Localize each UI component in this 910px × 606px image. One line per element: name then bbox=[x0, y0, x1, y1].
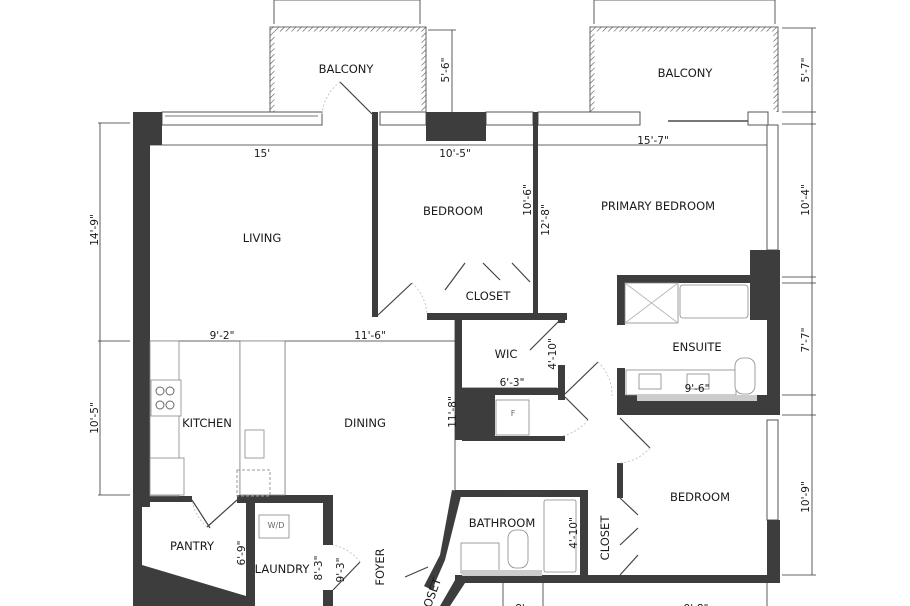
room-label: LIVING bbox=[243, 231, 282, 245]
room-label: PRIMARY BEDROOM bbox=[601, 199, 715, 213]
dimension-label: 7'-7" bbox=[800, 328, 812, 353]
room-label: LAUNDRY bbox=[255, 562, 311, 576]
room-label: BALCONY bbox=[319, 62, 375, 76]
room-label: PANTRY bbox=[170, 539, 215, 553]
wic-fixtures bbox=[495, 399, 530, 436]
room-label: BEDROOM bbox=[670, 490, 730, 504]
dimension-label: 6'-9" bbox=[236, 541, 248, 566]
kitchen-fixtures bbox=[149, 340, 286, 497]
dimension-label: 15'-7" bbox=[637, 135, 669, 147]
dimension-label: 11'-8" bbox=[447, 396, 459, 428]
dimension-label: 10'-4" bbox=[800, 184, 812, 216]
laundry-fixtures bbox=[258, 514, 290, 539]
dimension-label: 10'-5" bbox=[89, 402, 101, 434]
room-label: BATHROOM bbox=[469, 516, 536, 530]
dimension-label: 14'-9" bbox=[89, 214, 101, 246]
room-label: FOYER bbox=[373, 548, 387, 585]
washer-dryer-label: W/D bbox=[268, 521, 285, 530]
windows bbox=[161, 111, 779, 521]
ensuite-fixtures bbox=[624, 282, 757, 401]
dimension-label: 9'-6" bbox=[685, 383, 710, 395]
bathroom-fixtures bbox=[460, 499, 577, 576]
room-label: BALCONY bbox=[658, 66, 714, 80]
room-label: ENSUITE bbox=[672, 340, 721, 354]
balcony-right-outline bbox=[589, 26, 779, 112]
dimension-label: 5'-7" bbox=[800, 58, 812, 83]
doors bbox=[191, 81, 651, 591]
dimension-label: 10'-5" bbox=[439, 148, 471, 160]
dimension-label: 10'-6" bbox=[522, 184, 534, 216]
room-label: DINING bbox=[344, 416, 386, 430]
dimension-label: 8'-3" bbox=[313, 556, 325, 581]
room-label: CLOSET bbox=[598, 515, 612, 561]
dimension-label: 9'-8" bbox=[684, 603, 709, 606]
dimension-label: 10'-9" bbox=[800, 481, 812, 513]
dimension-label: 9'-2" bbox=[210, 330, 235, 342]
balcony-left-outline bbox=[269, 26, 427, 112]
dimension-label: 8' bbox=[515, 603, 525, 606]
room-label: CLOSET bbox=[466, 289, 512, 303]
dimension-label: 15' bbox=[254, 148, 270, 160]
room-label: BEDROOM bbox=[423, 204, 483, 218]
dimension-label: 6'-3" bbox=[500, 377, 525, 389]
dimension-label: 11'-6" bbox=[354, 330, 386, 342]
fridge-label: F bbox=[511, 409, 516, 418]
dimension-label: 4'-10" bbox=[547, 338, 559, 370]
dimension-label: 5'-6" bbox=[440, 58, 452, 83]
dimension-label: 4'-10" bbox=[568, 517, 580, 549]
room-label: KITCHEN bbox=[182, 416, 232, 430]
dimension-label: 12'-8" bbox=[540, 204, 552, 236]
room-label: OSET bbox=[420, 575, 444, 606]
walls bbox=[133, 112, 780, 606]
dimension-label: 9'-3" bbox=[335, 558, 347, 583]
room-label: WIC bbox=[495, 347, 518, 361]
